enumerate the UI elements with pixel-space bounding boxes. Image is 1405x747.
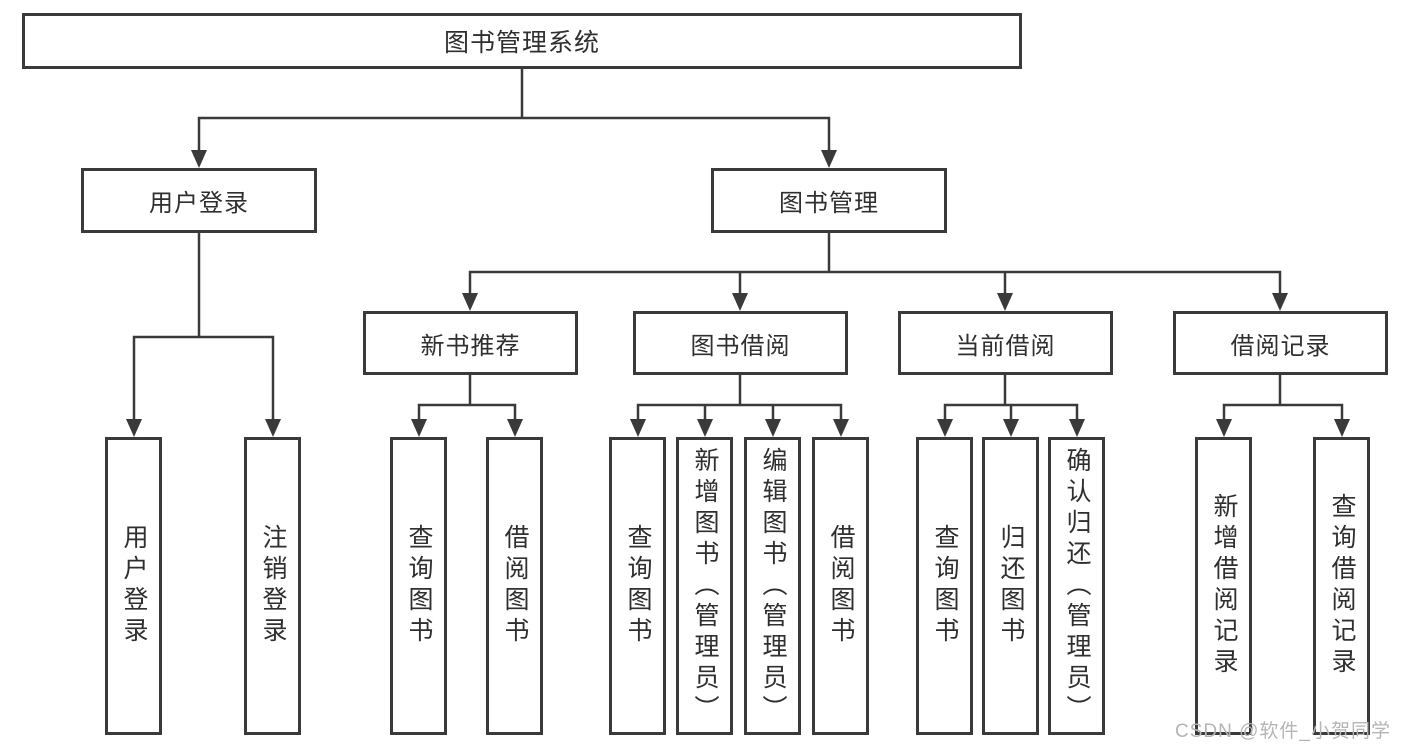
node-current-borrowing: 当前借阅 [898,311,1113,375]
leaf-borrow-books-2: 借阅图书 [812,437,869,735]
leaf-confirm-return-admin: 确认归还（管理员） [1048,437,1105,735]
node-book-borrowing: 图书借阅 [633,311,848,375]
node-book-management: 图书管理 [711,168,947,233]
csdn-watermark: CSDN @软件_小贺同学 [1175,721,1391,742]
leaf-add-borrow-record: 新增借阅记录 [1195,437,1252,735]
leaf-query-borrow-record: 查询借阅记录 [1313,437,1370,735]
node-user-login: 用户登录 [81,168,317,233]
node-new-book-recommend: 新书推荐 [363,311,578,375]
leaf-query-books-3: 查询图书 [916,437,973,735]
node-root: 图书管理系统 [22,13,1022,69]
leaf-query-books-1: 查询图书 [390,437,447,735]
leaf-add-books-admin: 新增图书（管理员） [676,437,733,735]
leaf-logout: 注销登录 [244,437,301,735]
leaf-edit-books-admin: 编辑图书（管理员） [744,437,801,735]
node-borrow-records: 借阅记录 [1173,311,1388,375]
leaf-query-books-2: 查询图书 [609,437,666,735]
leaf-user-login: 用户登录 [105,437,162,735]
leaf-borrow-books-1: 借阅图书 [486,437,543,735]
leaf-return-books: 归还图书 [982,437,1039,735]
